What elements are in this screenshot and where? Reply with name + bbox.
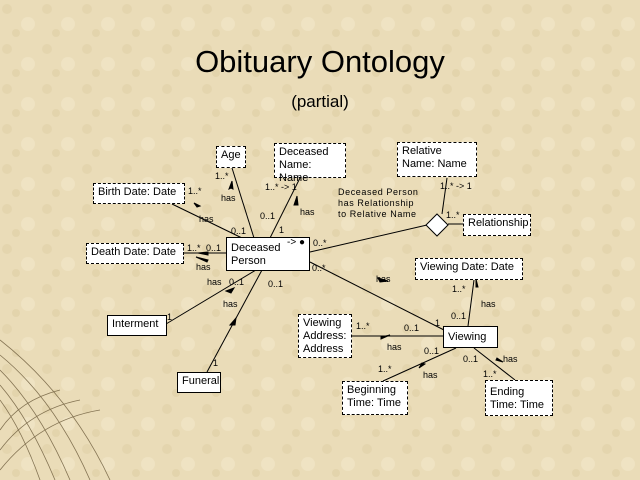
deceased-name-line2: Name: Name: [279, 159, 312, 184]
beginning-time-viewing-multiplicity: 0..1: [424, 346, 440, 356]
birth-has-label: has: [199, 214, 214, 224]
viewing-address-line2: Address:: [303, 330, 347, 342]
viewing-date-viewing-multiplicity: 0..1: [451, 311, 467, 321]
funeral-box: Funeral: [177, 372, 221, 393]
funeral-deceased-multiplicity: 0..1: [268, 279, 284, 289]
beginning-time-multiplicity: 1..*: [378, 364, 392, 374]
relationship-box: Relationship: [463, 214, 531, 236]
deceased-name-1-label: 1: [279, 225, 285, 235]
deceased-name-01-label: 0..1: [260, 211, 276, 221]
beginning-time-box: Beginning Time: Time: [342, 381, 408, 415]
death-date-box: Death Date: Date: [86, 243, 184, 264]
deceased-name-line1: Deceased: [279, 146, 329, 158]
relative-name-box: Relative Name: Name: [397, 142, 477, 177]
age-multiplicity: 1..*: [215, 171, 229, 181]
deceased-name-has-label: has: [300, 207, 315, 217]
beginning-time-line2: Time: Time: [347, 397, 401, 409]
deceased-name-box: Deceased Name: Name: [274, 143, 346, 184]
viewing-date-has-label: has: [481, 299, 496, 309]
role-arrow-marker: -> ●: [287, 237, 305, 248]
viewing-address-box: Viewing Address: Address: [298, 314, 352, 358]
relationship-note-line2: has Relationship: [338, 198, 415, 208]
death-deceased-multiplicity: 0..1: [206, 243, 222, 253]
age-has-label: has: [221, 193, 236, 203]
viewing-address-has-label: has: [387, 342, 402, 352]
ending-time-viewing-multiplicity: 0..1: [463, 354, 479, 364]
death-has-label: has: [196, 262, 211, 272]
page-title: Obituary Ontology: [195, 44, 445, 79]
beginning-time-line1: Beginning: [347, 384, 396, 396]
viewing-box: Viewing: [443, 326, 498, 348]
relationship-note-line1: Deceased Person: [338, 187, 419, 197]
viewing-address-line1: Viewing: [303, 317, 342, 329]
funeral-has-label: has: [223, 299, 238, 309]
age-box: Age: [216, 146, 246, 168]
relationship-diamond: [425, 213, 449, 237]
birth-multiplicity: 1..*: [188, 186, 202, 196]
viewing-address-line3: Address: [303, 343, 344, 355]
ending-time-line1: Ending: [490, 386, 525, 398]
ending-time-multiplicity: 1..*: [483, 369, 497, 379]
relationship-note: Deceased Person has Relationship to Rela…: [338, 187, 419, 220]
viewing-date-box: Viewing Date: Date: [415, 258, 523, 280]
ending-time-line2: Time: Time: [490, 399, 544, 411]
viewing-multiplicity: 1: [435, 318, 441, 328]
interment-box: Interment: [107, 315, 167, 336]
birth-deceased-multiplicity: 0..1: [231, 226, 247, 236]
viewing-address-multiplicity: 1..*: [356, 321, 370, 331]
decorative-curve-lines: [0, 339, 111, 480]
relative-name-line2: Name: Name: [402, 158, 467, 170]
deceased-viewing-multiplicity: 0..*: [312, 263, 326, 273]
birth-date-box: Birth Date: Date: [93, 183, 185, 204]
deceased-person-line1: Deceased: [231, 242, 281, 254]
beginning-time-has-label: has: [423, 370, 438, 380]
deceased-relationship-multiplicity: 0..*: [313, 238, 327, 248]
deceased-person-box: Deceased Person: [226, 237, 310, 271]
relative-name-line1: Relative: [402, 145, 442, 157]
relationship-note-line3: to Relative Name: [338, 209, 417, 219]
ending-time-box: Ending Time: Time: [485, 380, 553, 416]
ending-time-has-label: has: [503, 354, 518, 364]
relative-name-multiplicity: 1..* -> 1: [440, 181, 472, 191]
relationship-multiplicity: 1..*: [446, 210, 460, 220]
interment-deceased-multiplicity: 0..1: [229, 277, 245, 287]
interment-multiplicity: 1: [167, 312, 173, 322]
viewing-address-viewing-multiplicity: 0..1: [404, 323, 420, 333]
deceased-person-line2: Person: [231, 255, 266, 267]
funeral-multiplicity: 1: [213, 358, 219, 368]
deceased-name-multiplicity: 1..* -> 1: [265, 182, 297, 192]
viewing-has-label: has: [376, 274, 391, 284]
death-multiplicity: 1..*: [187, 243, 201, 253]
viewing-date-multiplicity: 1..*: [452, 284, 466, 294]
page-subtitle: (partial): [291, 92, 349, 111]
interment-has-label: has: [207, 277, 222, 287]
